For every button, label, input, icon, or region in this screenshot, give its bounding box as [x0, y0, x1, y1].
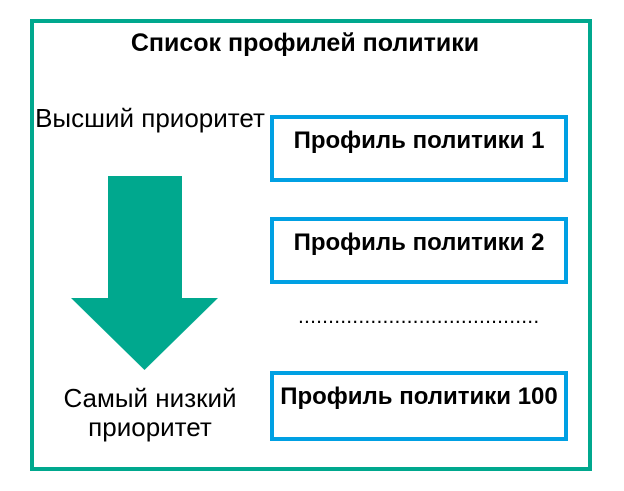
highest-priority-label: Высший приоритет: [35, 103, 265, 133]
lowest-priority-label: Самый низкий приоритет: [63, 383, 237, 442]
policy-profile-box-2: Профиль политики 2: [270, 217, 568, 284]
policy-profile-box-100: Профиль политики 100: [270, 371, 568, 441]
ellipsis-separator: ........................................: [298, 306, 538, 328]
policy-profile-box-100-label: Профиль политики 100: [280, 383, 558, 410]
down-arrow-icon: [71, 176, 218, 370]
policy-profile-box-1-label: Профиль политики 1: [293, 127, 545, 154]
policy-profile-box-2-label: Профиль политики 2: [293, 229, 545, 256]
diagram-title: Список профилей политики: [130, 29, 480, 57]
policy-profile-box-1: Профиль политики 1: [270, 115, 568, 182]
